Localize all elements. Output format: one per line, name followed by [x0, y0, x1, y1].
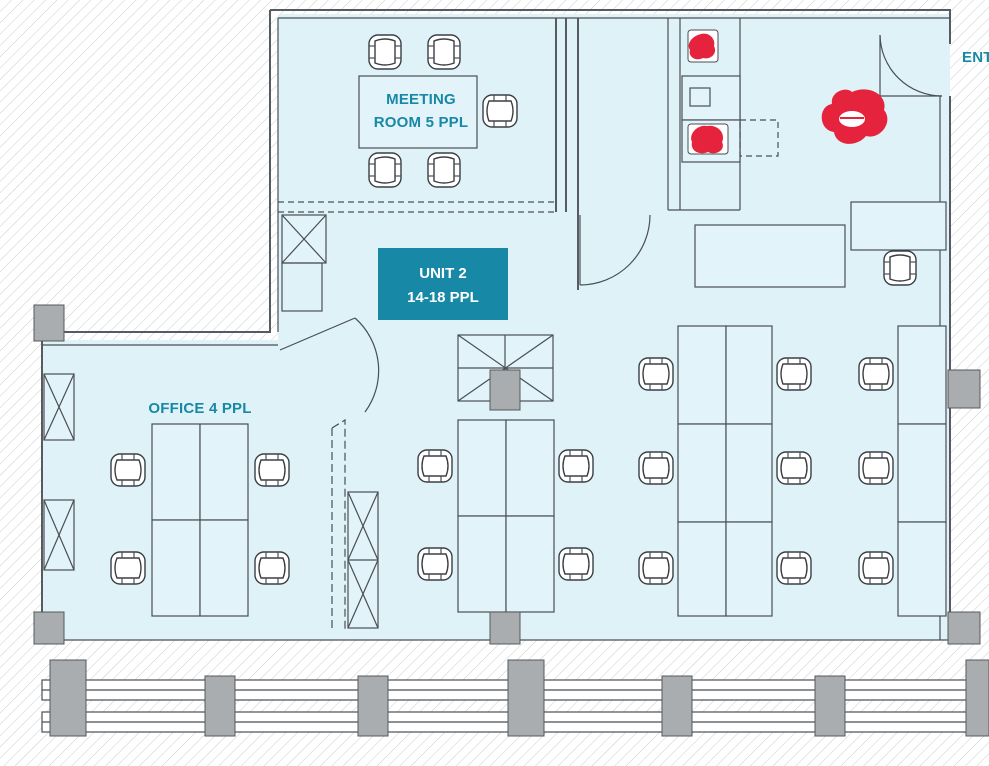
- small-logo-icon: [687, 123, 729, 155]
- doors: [279, 34, 943, 630]
- entrance-label: ENT: [962, 49, 989, 66]
- center-desks: [417, 419, 594, 613]
- walls: [41, 9, 951, 641]
- office-desks: [110, 423, 290, 617]
- small-logo-icon: [687, 29, 719, 63]
- storage-cabinets: [43, 214, 554, 629]
- meeting-room-label-line1: MEETING: [386, 91, 456, 108]
- facade: [41, 659, 989, 737]
- columns: [33, 304, 981, 645]
- unit-label-line1: UNIT 2: [419, 265, 467, 282]
- far-right-desks: [858, 250, 947, 617]
- office-label: OFFICE 4 PPL: [148, 400, 251, 417]
- brand-logo-icon: [821, 89, 888, 144]
- right-desks: [638, 325, 812, 617]
- unit-badge: [378, 248, 508, 320]
- meeting-room: [358, 34, 518, 188]
- meeting-table: [358, 75, 478, 149]
- meeting-room-label-line2: ROOM 5 PPL: [374, 114, 469, 131]
- unit-label-line2: 14-18 PPL: [407, 289, 479, 306]
